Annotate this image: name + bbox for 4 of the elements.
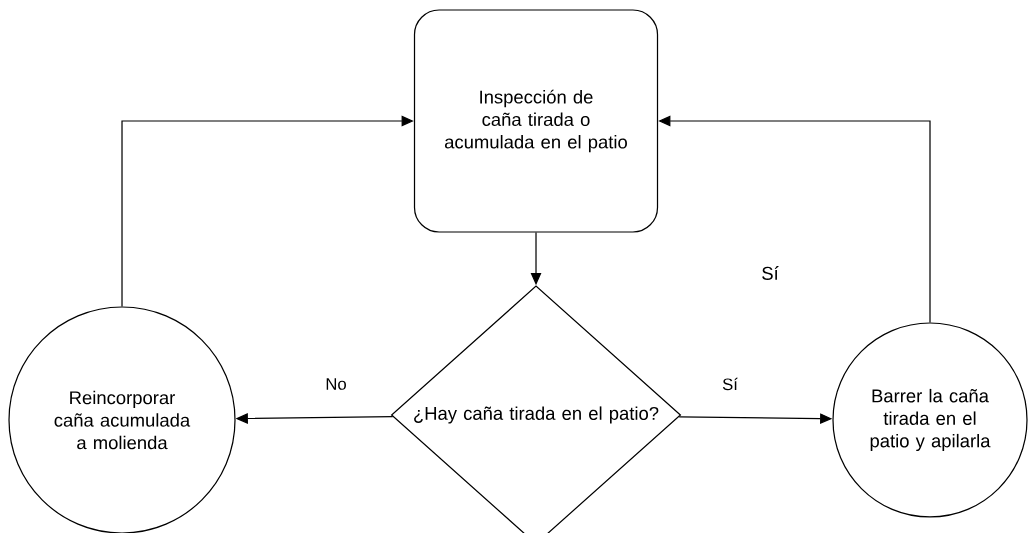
label: Sí — [762, 266, 779, 280]
edge-label: No — [323, 376, 349, 392]
edge-label: Sí — [720, 376, 740, 392]
process-box: Inspección de caña tirada o acumulada en el patio — [413, 9, 659, 233]
